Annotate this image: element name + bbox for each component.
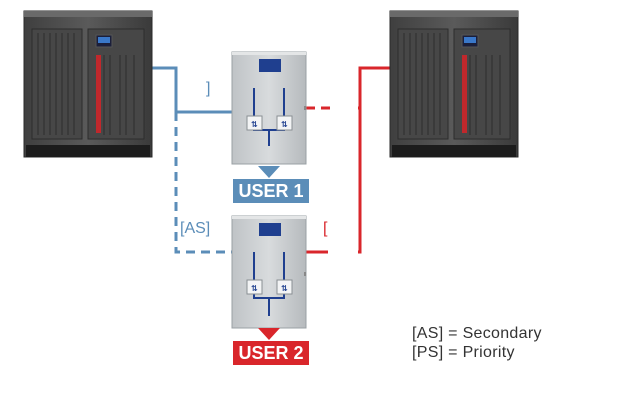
ups-cabinet-icon [389, 10, 519, 158]
user-badge-bg-2 [233, 341, 309, 365]
svg-text:⇅: ⇅ [251, 120, 258, 129]
breaker-icon: ⇅ [246, 115, 263, 131]
svg-text:⇅: ⇅ [251, 284, 258, 293]
breaker-icon: ⇅ [276, 279, 293, 295]
ups-cabinet-icon [23, 10, 153, 158]
user-1-label: USER 1 [238, 181, 304, 201]
arrow-down-icon [258, 328, 280, 340]
legend-priority: [PS] = Priority [412, 344, 515, 361]
switch-panel-icon: ⇅ ⇅ [231, 51, 307, 165]
breaker-icon: ⇅ [276, 115, 293, 131]
line-label-blue-secondary: [AS] [180, 220, 211, 237]
user-2-label: USER 2 [238, 343, 304, 363]
line-label-blue-top: ] [206, 80, 211, 97]
svg-text:⇅: ⇅ [281, 120, 288, 129]
legend-secondary: [AS] = Secondary [412, 325, 542, 342]
line-label-red-bottom: [ [323, 220, 328, 237]
user-badge-bg-1 [233, 179, 309, 203]
switch-panel-icon: ⇅ ⇅ [231, 215, 307, 329]
blue-line-primary [152, 66, 232, 114]
breaker-icon: ⇅ [246, 279, 263, 295]
connection-lines [152, 66, 390, 262]
blue-line-secondary [174, 112, 232, 254]
svg-text:⇅: ⇅ [281, 284, 288, 293]
arrow-down-icon [258, 166, 280, 178]
